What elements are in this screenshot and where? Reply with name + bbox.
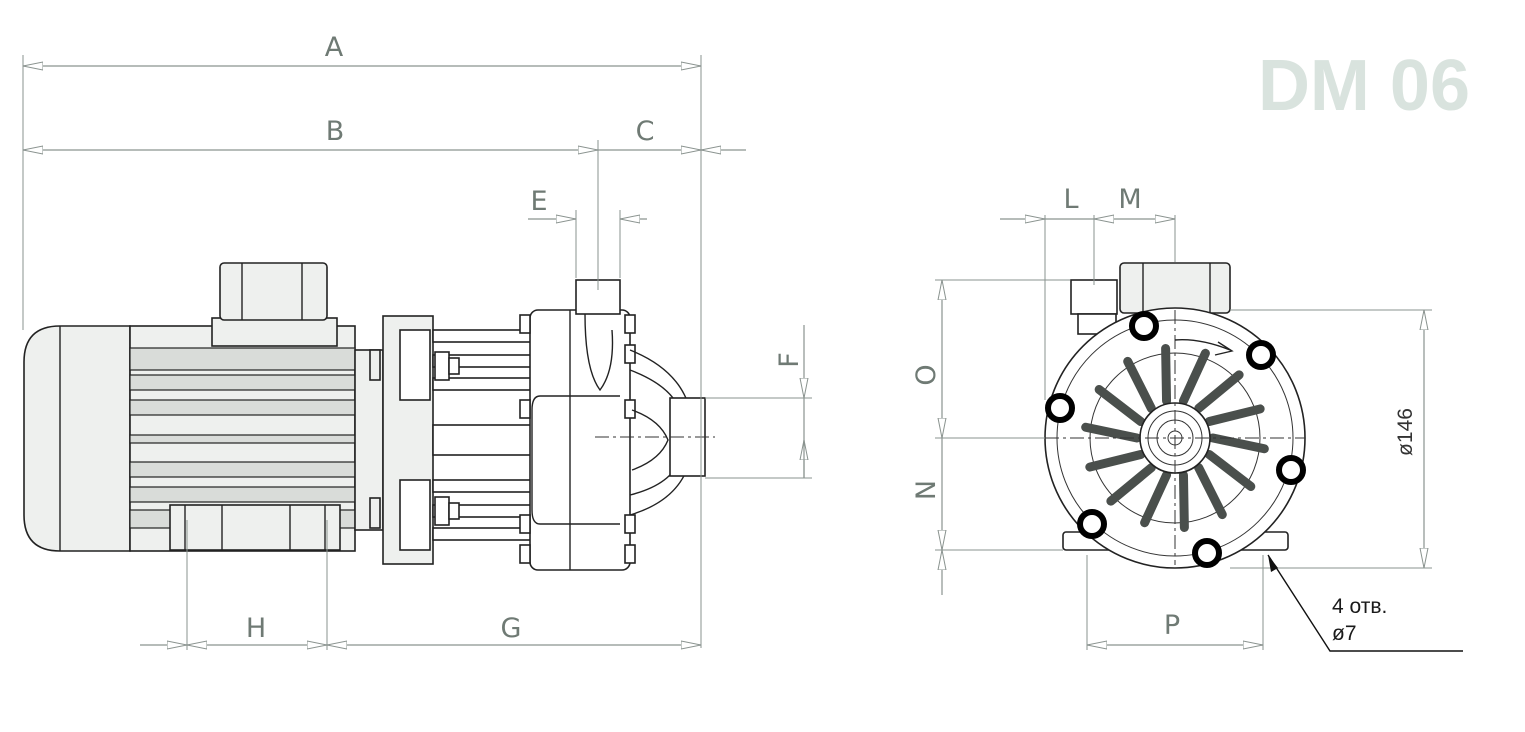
dim-label-p: P <box>1164 610 1180 641</box>
dim-label-l: L <box>1063 184 1078 215</box>
impeller-vane <box>1123 356 1156 413</box>
bolt-hole <box>1276 455 1306 485</box>
impeller-vane <box>1204 449 1256 491</box>
diameter-label: ø146 <box>1394 408 1417 456</box>
side-view-dimensions: A B C E F H G <box>22 32 812 650</box>
model-title: DM 06 <box>1258 46 1470 126</box>
impeller-vane <box>1204 404 1265 427</box>
impeller-vane <box>1161 343 1172 406</box>
dim-label-n: N <box>911 480 942 500</box>
dim-label-b: B <box>326 116 345 147</box>
dim-label-m: M <box>1118 184 1141 215</box>
impeller-vane <box>1140 470 1172 528</box>
holes-note-line1: 4 отв. <box>1332 595 1387 618</box>
front-view-dimensions: L M O N ø146 P 4 отв. ø7 <box>911 184 1463 652</box>
holes-note-line2: ø7 <box>1332 622 1357 645</box>
dim-label-a: A <box>325 32 344 63</box>
dim-label-e: E <box>530 186 547 217</box>
impeller-vane <box>1106 463 1156 506</box>
bolt-hole <box>1077 509 1107 539</box>
impeller-vane <box>1081 422 1142 443</box>
dim-label-h: H <box>246 613 266 644</box>
dim-label-g: G <box>501 613 522 644</box>
impeller-vane <box>1194 370 1244 413</box>
impeller-vane <box>1208 433 1269 454</box>
impeller-vane <box>1194 463 1227 520</box>
impeller-vane <box>1178 348 1210 406</box>
impeller-vane <box>1085 449 1146 472</box>
bolt-hole <box>1045 393 1075 423</box>
impeller <box>1081 343 1269 533</box>
bolt-hole <box>1192 538 1222 568</box>
dim-label-f: F <box>774 352 805 368</box>
dim-label-o: O <box>911 364 942 385</box>
front-view <box>1044 262 1306 569</box>
bolt-hole <box>1129 311 1159 341</box>
impeller-vane <box>1094 385 1146 427</box>
impeller-vane <box>1178 470 1189 533</box>
side-view <box>23 262 715 571</box>
dim-label-c: C <box>636 116 655 147</box>
bolt-hole <box>1246 340 1276 370</box>
